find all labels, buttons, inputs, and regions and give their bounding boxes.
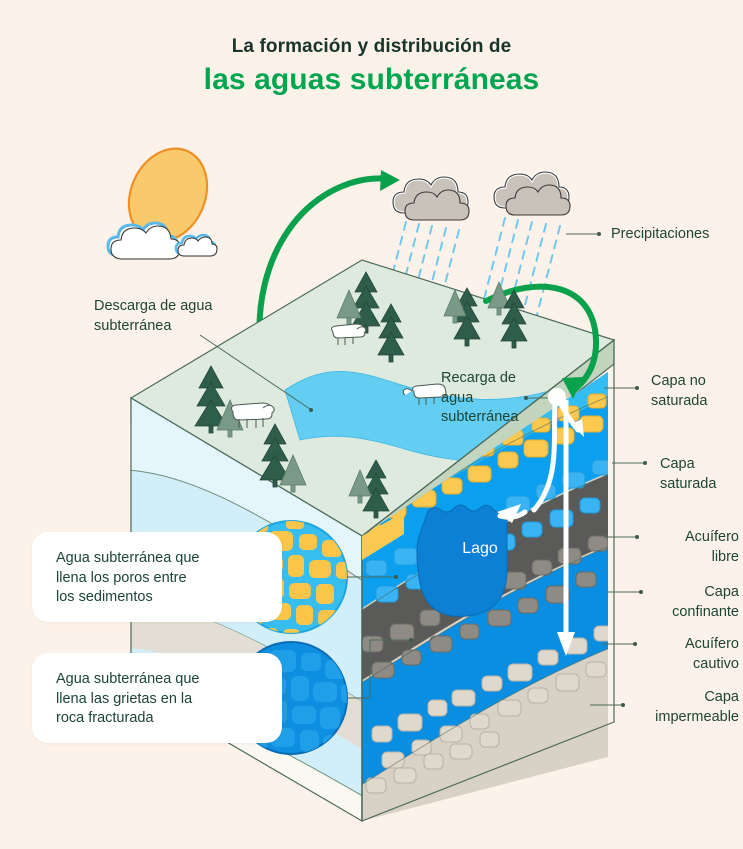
label-capa-saturada-line2: saturada [660,475,717,492]
label-acuifero-libre-line1: Acuífero [685,529,739,545]
label-capa-no-saturada: Capa no saturada [651,372,743,411]
label-capa-confinante-line2: confinante [672,603,739,620]
callout-poros-line2: llena los poros entre [56,569,187,586]
label-capa-saturada: Capa saturada [660,455,743,494]
rain-cloud-icon [492,170,571,216]
label-acuifero-cautivo-line2: cautivo [693,655,739,672]
label-recarga-line1: Recarga de [441,370,516,386]
label-acuifero-cautivo-line1: Acuífero [685,636,739,652]
label-descarga-line1: Descarga de agua [94,298,213,314]
leader-line-recarga [524,396,548,400]
cloud-icon [174,233,218,257]
cow-icon [231,402,275,428]
pine-tree-icon [194,271,528,519]
label-capa-confinante-line1: Capa [704,584,739,600]
sheep-icon [402,383,447,405]
cloud-icon [106,221,181,260]
label-recarga-line3: subterránea [441,409,519,425]
label-recarga-agua-subterranea: Recarga de agua subterránea [441,369,539,428]
callout-grietas-roca: Agua subterránea que llena las grietas e… [32,653,282,743]
callout-poros-sedimentos: Agua subterránea que llena los poros ent… [32,532,282,622]
label-capa-no-saturada-line2: saturada [651,392,708,409]
title-line-1: La formación y distribución de [231,36,512,57]
label-capa-confinante: Capa confinante [636,583,739,622]
rain-cloud-icon [391,175,470,221]
label-capa-saturada-line1: Capa [660,456,695,472]
label-capa-impermeable-line2: impermeable [655,708,739,725]
leader-lines-right [566,232,647,707]
downward-arrow-icon [497,388,584,656]
callout-grietas-line1: Agua subterránea que [56,671,200,687]
label-acuifero-libre-line2: libre [711,548,739,565]
unsaturated-strip-front [362,512,404,560]
page-title: La formación y distribución de las aguas… [0,34,743,99]
label-descarga-line2: subterránea [94,317,172,334]
sheep-icon [331,323,367,345]
label-descarga-agua-subterranea: Descarga de agua subterránea [94,297,254,336]
callout-poros-line3: los sedimentos [56,589,153,605]
label-acuifero-cautivo: Acuífero cautivo [640,635,739,674]
callout-poros-text: Agua subterránea que llena los poros ent… [32,532,282,626]
label-precipitaciones: Precipitaciones [611,226,710,242]
label-capa-impermeable-line1: Capa [704,689,739,705]
leader-lines-left [199,334,413,699]
label-capa-no-saturada-line1: Capa no [651,373,706,389]
callout-grietas-line2: llena las grietas en la [56,690,193,707]
label-capa-impermeable: Capa impermeable [628,688,739,727]
curved-arrow-icon [483,283,600,399]
callout-grietas-text: Agua subterránea que llena las grietas e… [32,653,282,747]
callout-poros-line1: Agua subterránea que [56,550,200,566]
lake-label: Lago [462,540,498,557]
title-line-2: las aguas subterráneas [203,63,540,96]
label-acuifero-libre: Acuífero libre [643,528,739,567]
label-recarga-line2: agua [441,389,474,406]
lake-shape: Lago [416,504,508,617]
callout-grietas-line3: roca fracturada [56,710,154,726]
